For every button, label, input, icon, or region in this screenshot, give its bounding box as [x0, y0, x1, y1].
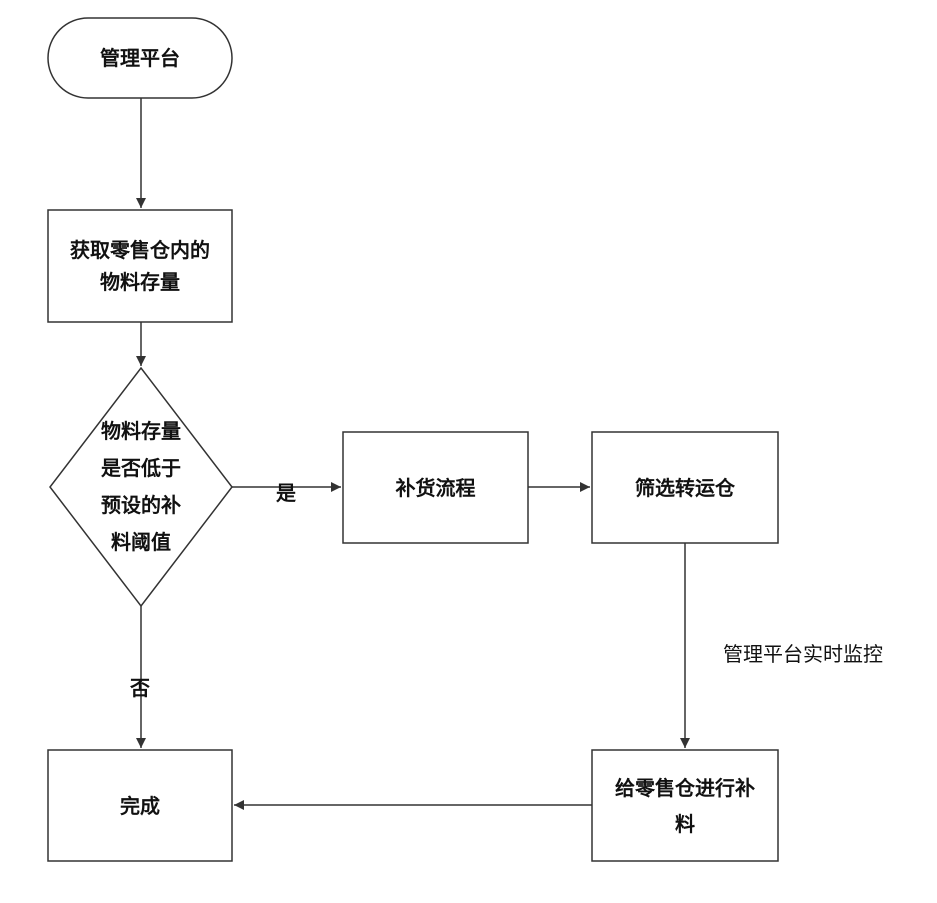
- done-node-label: 完成: [48, 750, 232, 861]
- select-warehouse-node-label: 筛选转运仓: [592, 432, 778, 543]
- start-node-label: 管理平台: [48, 18, 232, 98]
- replenish-process-node-label: 补货流程: [343, 432, 528, 543]
- edge-label-no: 否: [130, 672, 150, 701]
- edge-label-monitor: 管理平台实时监控: [723, 638, 883, 667]
- decision-node-label: 物料存量 是否低于 预设的补 料阈值: [71, 413, 211, 561]
- edge-label-yes: 是: [276, 477, 296, 506]
- get-stock-node-label: 获取零售仓内的 物料存量: [48, 210, 232, 322]
- replenish-retail-node-label: 给零售仓进行补 料: [592, 750, 778, 861]
